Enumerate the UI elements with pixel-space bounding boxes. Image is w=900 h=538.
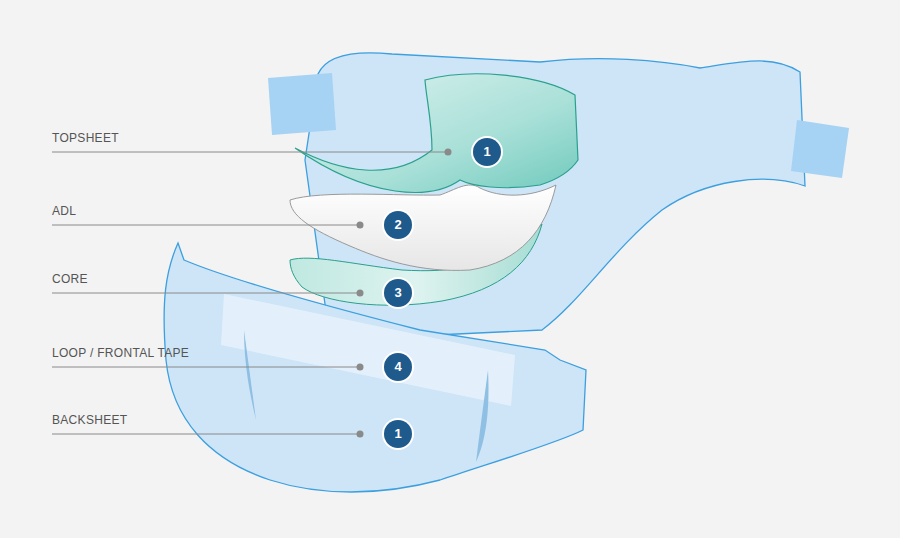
callout-text: 3 <box>394 286 401 300</box>
callout-text: 1 <box>483 145 490 159</box>
part-label: TOPSHEET <box>52 131 119 145</box>
callout-number: 4 <box>384 353 412 381</box>
leader-line <box>52 225 360 226</box>
side-tab <box>791 120 849 178</box>
callout-number: 3 <box>384 279 412 307</box>
leader-dot <box>357 290 364 297</box>
callout-number: 1 <box>384 420 412 448</box>
callout-text: 4 <box>394 360 401 374</box>
part-label: ADL <box>52 204 76 218</box>
leader-line <box>52 367 360 368</box>
callout-text: 2 <box>394 218 401 232</box>
fold-shade <box>476 370 489 462</box>
frontal-tape <box>221 294 515 406</box>
part-label: CORE <box>52 272 88 286</box>
callout-number: 2 <box>384 211 412 239</box>
part-label: LOOP / FRONTAL TAPE <box>52 346 189 360</box>
callout-number: 1 <box>473 138 501 166</box>
callout-text: 1 <box>394 427 401 441</box>
adl-layer <box>290 185 556 270</box>
leader-line <box>52 293 360 294</box>
leader-line <box>52 152 448 153</box>
leader-dot <box>357 222 364 229</box>
fold-shade <box>244 330 256 420</box>
topsheet-layer <box>295 74 578 192</box>
leader-dot <box>357 364 364 371</box>
leader-dot <box>357 431 364 438</box>
side-tab <box>268 73 336 135</box>
part-label: BACKSHEET <box>52 413 127 427</box>
leader-dot <box>445 149 452 156</box>
leader-line <box>52 434 360 435</box>
